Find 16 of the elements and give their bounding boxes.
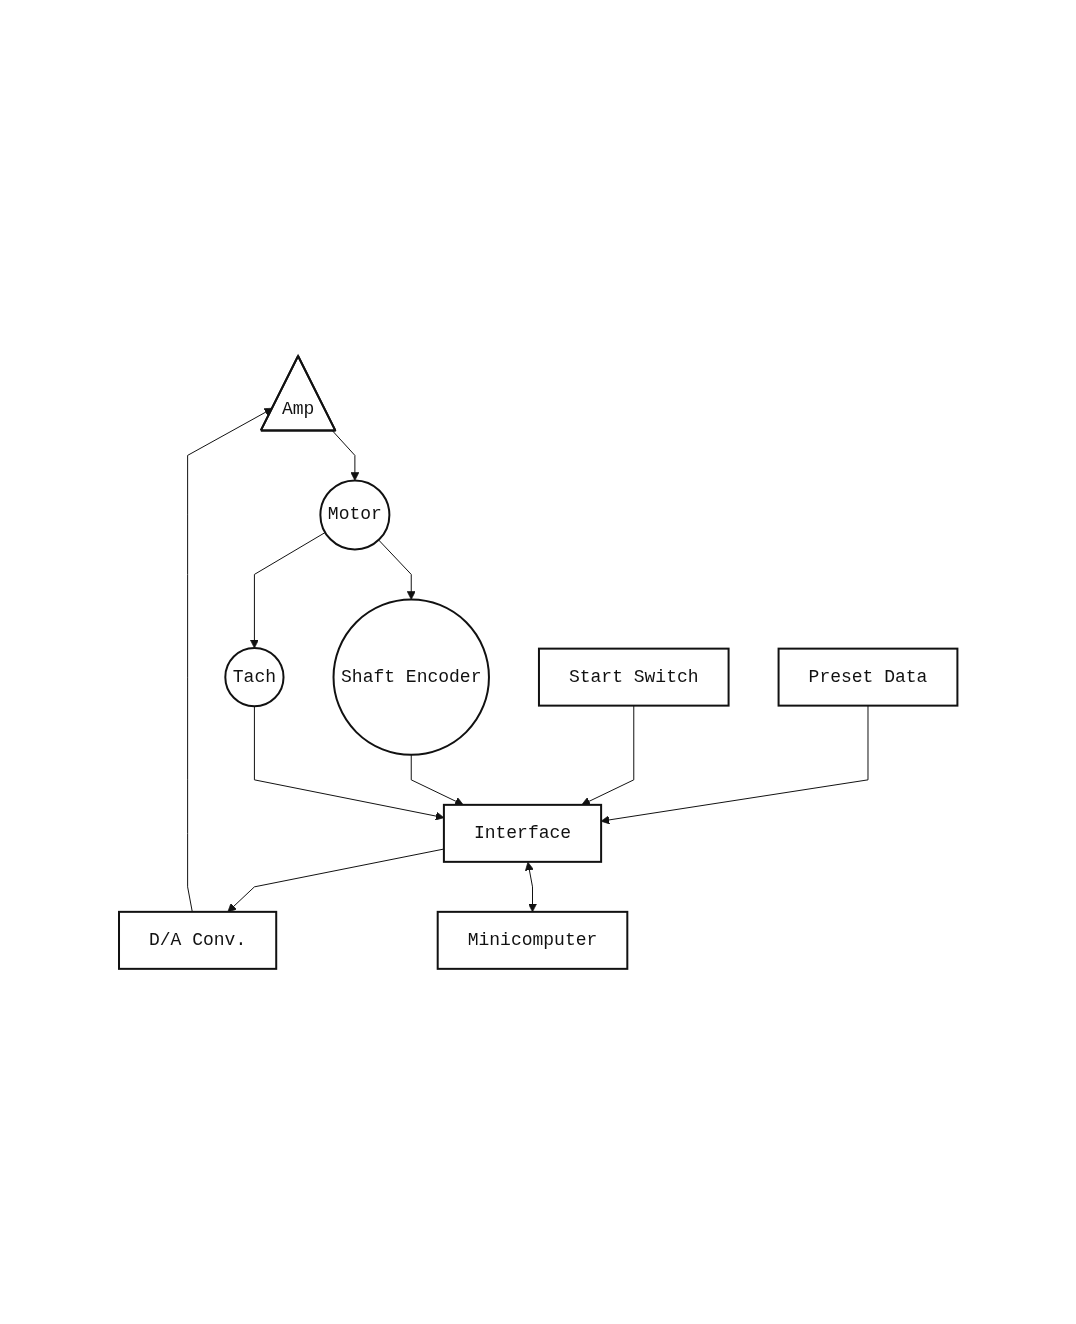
node-box: Interface [442,803,602,863]
arrow [331,430,360,481]
node-circle: Shaft Encoder [332,598,490,756]
arrow [186,407,273,912]
node-box: Preset Data [777,647,959,707]
arrow [377,539,416,600]
arrow [249,531,326,648]
node-box: D/A Conv. [117,910,277,970]
node-circle: Tach [224,646,285,707]
arrow [581,704,635,805]
node-box: Minicomputer [436,910,629,970]
arrow [524,861,537,912]
arrow [600,704,869,824]
node-circle: Motor [319,479,391,550]
node-box: Start Switch [537,647,730,707]
arrow [410,753,464,805]
